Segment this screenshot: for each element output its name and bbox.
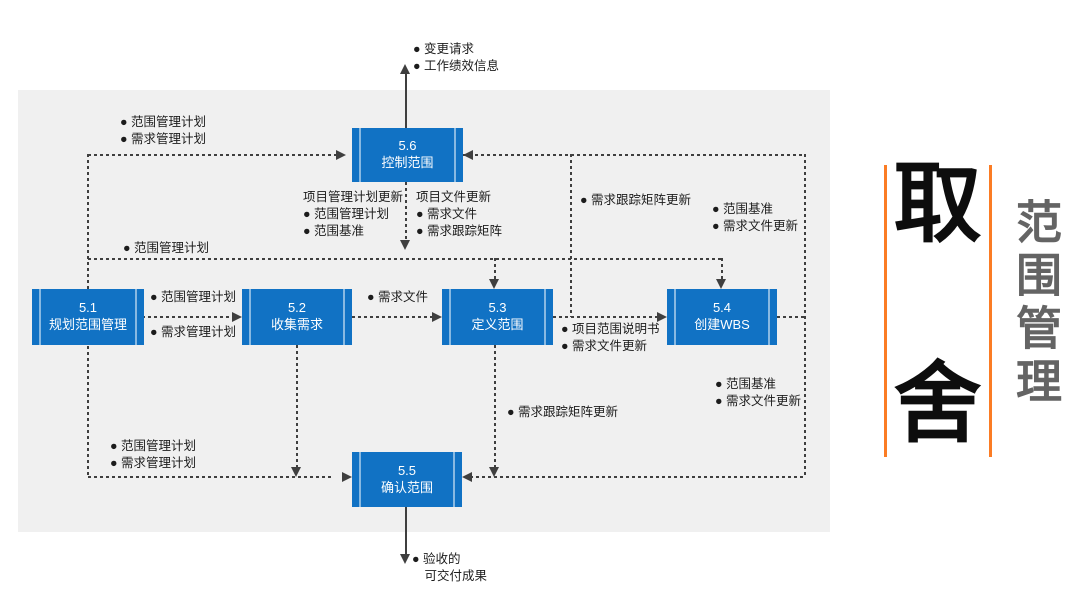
process-id: 5.6 bbox=[398, 138, 417, 154]
process-id: 5.4 bbox=[712, 300, 732, 316]
process-id: 5.2 bbox=[287, 300, 307, 316]
arrowhead-into-5-2 bbox=[232, 312, 242, 322]
label-line: ● 范围基准 bbox=[303, 224, 365, 238]
arrowhead-into-5-4-top bbox=[716, 279, 726, 289]
arrowhead-down-deliverables bbox=[400, 554, 410, 564]
line-5-5-output-down bbox=[405, 507, 407, 556]
label-rtm-update-top: ● 需求跟踪矩阵更新 bbox=[580, 192, 691, 209]
label-line: ● 范围管理计划 bbox=[110, 439, 197, 453]
process-name: 确认范围 bbox=[380, 479, 433, 495]
process-id: 5.5 bbox=[397, 462, 417, 478]
label-line: ● 需求管理计划 bbox=[120, 132, 207, 146]
label-line: ● 范围管理计划 bbox=[123, 241, 210, 255]
line-inputs-to-5-6-left bbox=[88, 154, 338, 156]
line-inputs-to-5-5-left bbox=[88, 476, 334, 478]
label-plan-51-52-above: ● 范围管理计划 bbox=[150, 289, 236, 306]
arrowhead-into-5-3 bbox=[432, 312, 442, 322]
label-line: ● 需求管理计划 bbox=[110, 456, 197, 470]
line-5-4-right-connector bbox=[777, 316, 806, 318]
label-line: 项目管理计划更新 bbox=[303, 190, 404, 204]
line-into-5-4-top bbox=[721, 258, 723, 280]
line-5-1-to-5-2 bbox=[142, 316, 234, 318]
arrowhead-into-5-5-right bbox=[462, 472, 472, 482]
label-line: ● 项目范围说明书 bbox=[561, 322, 660, 336]
line-5-2-to-5-3 bbox=[352, 316, 434, 318]
label-line: ● 需求跟踪矩阵更新 bbox=[507, 405, 619, 419]
process-box-5-2: 5.2 收集需求 bbox=[242, 289, 352, 345]
line-scope-plan-distribution bbox=[88, 258, 722, 260]
label-line: ● 变更请求 bbox=[413, 42, 475, 56]
arrowhead-5-6-outputs-down bbox=[400, 240, 410, 250]
label-plan-51-52-below: ● 需求管理计划 bbox=[150, 324, 236, 341]
line-5-6-outputs-down bbox=[405, 182, 407, 240]
label-rtm-update-bottom: ● 需求跟踪矩阵更新 bbox=[507, 404, 618, 421]
arrowhead-into-5-4 bbox=[657, 312, 667, 322]
label-line: ● 需求文件更新 bbox=[561, 339, 648, 353]
process-name: 收集需求 bbox=[270, 317, 323, 332]
label-line: 项目文件更新 bbox=[416, 190, 492, 204]
process-name: 规划范围管理 bbox=[48, 317, 127, 332]
process-box-5-5: 5.5 确认范围 bbox=[352, 452, 462, 507]
big-char-top: 取 bbox=[893, 154, 982, 253]
label-line: ● 范围基准 bbox=[715, 377, 777, 391]
line-5-6-output-up bbox=[405, 74, 407, 128]
label-baseline-bottom: ● 范围基准 ● 需求文件更新 bbox=[715, 376, 801, 410]
line-5-2-down bbox=[296, 345, 298, 467]
vertical-title: 范围管理 bbox=[1010, 198, 1062, 410]
label-line: ● 需求文件更新 bbox=[715, 394, 802, 408]
label-req-docs: ● 需求文件 bbox=[367, 289, 428, 306]
arrowhead-into-5-3-top bbox=[489, 279, 499, 289]
arrowhead-5-2-down bbox=[291, 467, 301, 477]
label-line: ● 需求文件更新 bbox=[712, 219, 799, 233]
line-rtm-vertical bbox=[570, 154, 572, 317]
label-line: ● 需求管理计划 bbox=[150, 325, 237, 339]
label-pm-plan-updates: 项目管理计划更新 ● 范围管理计划 ● 范围基准 bbox=[303, 189, 403, 240]
label-accepted-deliverables: ● 验收的 可交付成果 bbox=[412, 551, 487, 585]
line-5-3-to-5-4 bbox=[553, 316, 659, 318]
label-scope-statement: ● 项目范围说明书 ● 需求文件更新 bbox=[561, 321, 660, 355]
accent-line-right bbox=[989, 165, 992, 457]
process-box-5-4: 5.4 创建WBS bbox=[667, 289, 777, 345]
big-char-bottom: 舍 bbox=[893, 354, 982, 453]
label-line: ● 验收的 bbox=[412, 552, 461, 566]
line-right-rail bbox=[804, 154, 806, 477]
label-baseline-top: ● 范围基准 ● 需求文件更新 bbox=[712, 201, 798, 235]
process-name: 创建WBS bbox=[694, 317, 750, 332]
process-id: 5.1 bbox=[78, 300, 98, 316]
label-line: 可交付成果 bbox=[412, 569, 488, 583]
label-line: ● 范围管理计划 bbox=[150, 290, 237, 304]
process-name: 控制范围 bbox=[381, 155, 434, 170]
line-into-5-3-top bbox=[494, 258, 496, 280]
line-right-rail-to-5-6 bbox=[463, 154, 805, 156]
process-id: 5.3 bbox=[488, 300, 507, 316]
label-plans-bottom-left: ● 范围管理计划 ● 需求管理计划 bbox=[110, 438, 196, 472]
process-box-5-3: 5.3 定义范围 bbox=[442, 289, 553, 345]
label-line: ● 需求文件 bbox=[416, 207, 478, 221]
line-right-rail-to-5-5 bbox=[470, 476, 806, 478]
process-name: 定义范围 bbox=[471, 317, 524, 332]
label-line: ● 需求跟踪矩阵更新 bbox=[580, 193, 692, 207]
arrowhead-into-5-6-right bbox=[463, 150, 473, 160]
label-line: ● 范围基准 bbox=[712, 202, 774, 216]
label-change-requests: ● 变更请求 ● 工作绩效信息 bbox=[413, 41, 499, 75]
arrowhead-up-change-requests bbox=[400, 64, 410, 74]
line-5-3-down bbox=[494, 345, 496, 467]
process-box-5-1: 5.1 规划范围管理 bbox=[32, 289, 144, 345]
arrowhead-into-5-6-left bbox=[336, 150, 346, 160]
process-box-5-6: 5.6 控制范围 bbox=[352, 128, 463, 182]
label-line: ● 工作绩效信息 bbox=[413, 59, 500, 73]
label-scope-mgmt-plan: ● 范围管理计划 bbox=[123, 240, 209, 257]
label-project-doc-updates: 项目文件更新 ● 需求文件 ● 需求跟踪矩阵 bbox=[416, 189, 502, 240]
accent-line-left bbox=[884, 165, 887, 457]
label-line: ● 范围管理计划 bbox=[120, 115, 207, 129]
arrowhead-5-3-down bbox=[489, 467, 499, 477]
label-plans-top-left: ● 范围管理计划 ● 需求管理计划 bbox=[120, 114, 206, 148]
arrowhead-into-5-5-left bbox=[342, 472, 352, 482]
label-line: ● 需求跟踪矩阵 bbox=[416, 224, 503, 238]
label-line: ● 需求文件 bbox=[367, 290, 429, 304]
label-line: ● 范围管理计划 bbox=[303, 207, 390, 221]
